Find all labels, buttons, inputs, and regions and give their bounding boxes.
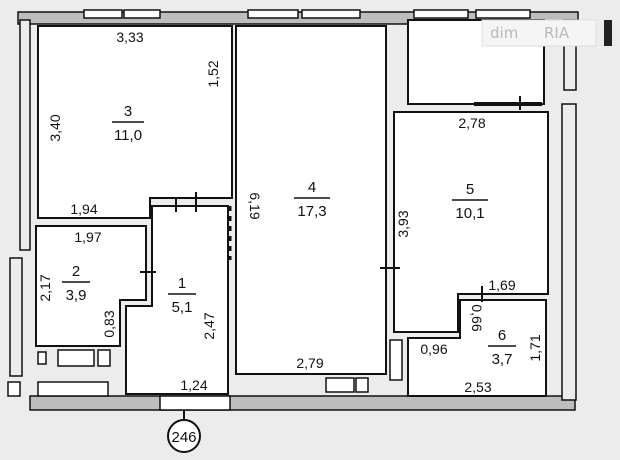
fixture-radiator-a: [325, 377, 355, 393]
fixture-bathtub: [57, 349, 95, 367]
room-3-area: 11,0: [114, 127, 142, 144]
window-room4-b: [301, 9, 361, 19]
dim-room6-right: 1,71: [527, 334, 543, 361]
dim-hall-wall: 6,19: [247, 192, 263, 219]
room-5-area: 10,1: [455, 205, 484, 222]
room-1-number: 1: [178, 275, 186, 292]
dim-room1-bottom: 1,24: [180, 377, 207, 393]
window-balcony-a: [413, 9, 469, 19]
fixture-pipe: [37, 351, 47, 365]
room-1-outline: [125, 205, 229, 395]
window-room3-b: [123, 9, 161, 19]
fixture-sink: [97, 349, 111, 367]
fixture-vent: [7, 381, 21, 397]
fixture-stove: [37, 381, 109, 397]
room-outlines: [35, 19, 549, 397]
room-6-area: 3,7: [492, 351, 513, 368]
dim-room3-bottom: 1,94: [70, 201, 97, 217]
windows: [83, 9, 531, 19]
room-3-number: 3: [124, 103, 132, 120]
dim-room6-top: 1,69: [488, 277, 515, 293]
room-6-number: 6: [498, 327, 506, 344]
room-labels: 3 11,0 4 17,3 5 10,1 2 3,9 1 5,1 6 3,7: [62, 103, 516, 368]
room-4-outline: [235, 25, 387, 375]
building-number: 246: [171, 429, 196, 446]
right-exterior-wall: [561, 103, 577, 401]
dim-room6-notch: 0,66: [469, 304, 485, 331]
fixtures: [7, 339, 403, 411]
room-1-area: 5,1: [172, 299, 193, 316]
room-2-outline: [35, 225, 147, 347]
dim-room6-left: 0,96: [420, 341, 447, 357]
window-room4-a: [247, 9, 299, 19]
room-4-area: 17,3: [297, 203, 326, 220]
dim-room3-left: 3,40: [47, 114, 63, 141]
fixture-entry-step: [159, 395, 231, 411]
room-4-number: 4: [308, 179, 316, 196]
dim-room6-bottom: 2,53: [464, 379, 491, 395]
dim-room3-top: 3,33: [116, 29, 143, 45]
room-2-number: 2: [72, 263, 80, 280]
dim-room2-right: 0,83: [101, 310, 117, 337]
fixture-closet: [389, 339, 403, 381]
dim-room5-top: 2,78: [458, 115, 485, 131]
watermark-bar: [604, 20, 612, 46]
room-6-outline: [407, 299, 547, 397]
room-2-area: 3,9: [66, 287, 87, 304]
left-exterior-wall: [19, 19, 31, 251]
dim-room5-left: 3,93: [395, 210, 411, 237]
dim-room2-top: 1,97: [74, 229, 101, 245]
dim-room3-right: 1,52: [205, 60, 221, 87]
watermark-text: dim: [490, 24, 518, 42]
door-marks: [140, 192, 483, 302]
watermark-sub: RIA: [544, 24, 570, 42]
dim-room4-bottom: 2,79: [296, 355, 323, 371]
room-5-outline: [393, 111, 549, 333]
room-5-number: 5: [466, 181, 474, 198]
window-balcony-b: [475, 9, 531, 19]
building-number-circle: [167, 419, 201, 453]
dim-room2-left: 2,17: [37, 274, 53, 301]
left-lower-wall: [9, 257, 23, 377]
dimension-labels: 3,33 3,40 1,52 1,94 1,97 2,17 0,83 6,19 …: [37, 29, 543, 395]
dim-room1-right: 2,47: [201, 312, 217, 339]
fixture-radiator-b: [355, 377, 369, 393]
bottom-exterior-wall: [29, 395, 576, 411]
watermark-box: [481, 19, 597, 47]
window-room3-a: [83, 9, 123, 19]
